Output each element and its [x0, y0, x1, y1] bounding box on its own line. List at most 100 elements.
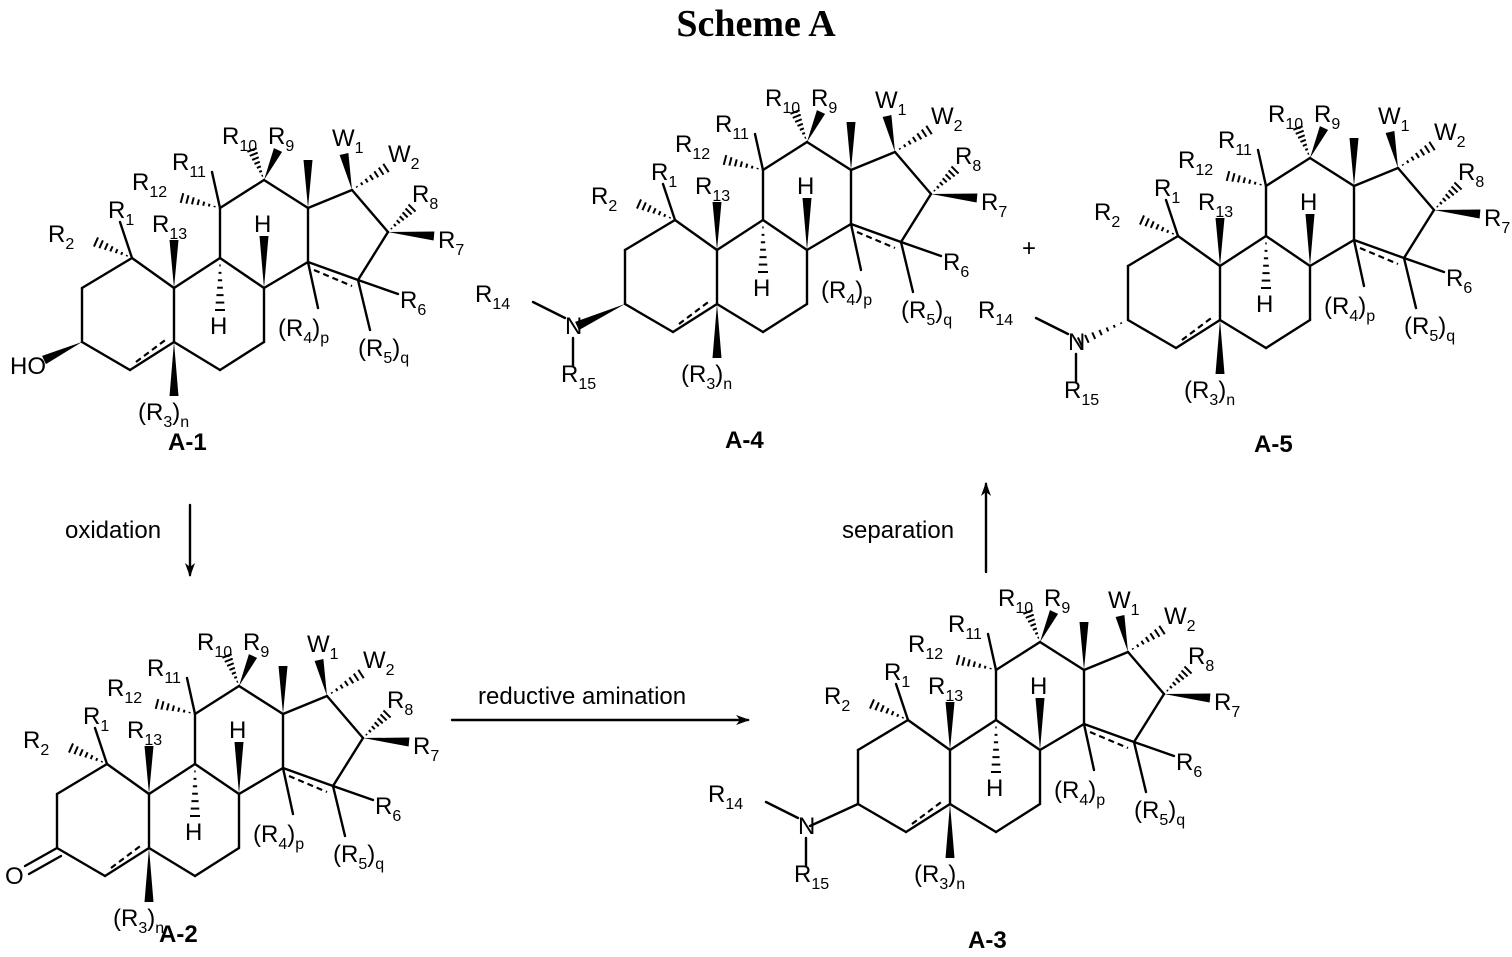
r11-label: R11	[1218, 127, 1252, 159]
h-alpha-label: H	[1256, 291, 1273, 318]
r2-label: R2	[1094, 199, 1120, 231]
r7-label: R7	[438, 227, 464, 259]
molecule-A-5: NR14R15R13R1R2HH(R3)nR11R12R10R9(R4)pR6(…	[978, 101, 1510, 458]
r2-label: R2	[48, 221, 74, 253]
r6-label: R6	[400, 287, 426, 319]
compound-label-A-3: A-3	[968, 927, 1007, 954]
r12-label: R12	[908, 631, 943, 663]
r5q-label: (R5)q	[333, 841, 384, 873]
w1-label: W1	[1108, 587, 1140, 619]
w2-label: W2	[931, 103, 963, 135]
r5q-label: (R5)q	[901, 297, 952, 329]
r5q-label: (R5)q	[358, 335, 409, 367]
w2-label: W2	[1434, 119, 1466, 151]
r7-label: R7	[413, 733, 439, 765]
reductive-amination-arrow: reductive amination	[452, 683, 748, 720]
r10-label: R10	[222, 123, 257, 155]
r8-label: R8	[1458, 159, 1484, 191]
r9-label: R9	[243, 629, 269, 661]
r3n-label: (R3)n	[1184, 377, 1235, 409]
h-alpha-label: H	[753, 275, 770, 302]
r2-label: R2	[824, 683, 850, 715]
r15-label: R15	[1064, 377, 1099, 409]
ketone-oxygen: O	[5, 863, 24, 890]
h-beta-label: H	[1300, 189, 1317, 216]
r9-label: R9	[1044, 585, 1070, 617]
molecule-A-4: NR14R15R13R1R2HH(R3)nR11R12R10R9(R4)pR6(…	[475, 85, 1007, 454]
r8-label: R8	[1188, 643, 1214, 675]
r11-label: R11	[948, 611, 982, 643]
r3n-label: (R3)n	[138, 399, 189, 431]
w1-label: W1	[875, 87, 907, 119]
r6-label: R6	[375, 793, 401, 825]
molecule-A-3: NR14R15R13R1R2HH(R3)nR11R12R10R9(R4)pR6(…	[708, 585, 1240, 954]
compound-label-A-5: A-5	[1254, 431, 1293, 458]
r3n-label: (R3)n	[113, 905, 164, 937]
separation-arrow: separation	[842, 484, 986, 572]
r6-label: R6	[943, 249, 969, 281]
r9-label: R9	[1314, 101, 1340, 133]
r10-label: R10	[998, 585, 1033, 617]
w2-label: W2	[388, 141, 420, 173]
r11-label: R11	[172, 149, 206, 181]
r13-label: R13	[152, 211, 187, 243]
amine-nitrogen: N	[565, 313, 582, 340]
hydroxyl-group: HO	[10, 353, 46, 380]
separation-label: separation	[842, 517, 954, 544]
r4p-label: (R4)p	[821, 277, 872, 309]
w2-label: W2	[1164, 603, 1196, 635]
h-alpha-label: H	[210, 313, 227, 340]
compound-label-A-1: A-1	[168, 429, 207, 456]
h-beta-label: H	[797, 173, 814, 200]
r4p-label: (R4)p	[1324, 293, 1375, 325]
r14-label: R14	[978, 297, 1013, 329]
r4p-label: (R4)p	[1054, 777, 1105, 809]
h-beta-label: H	[229, 717, 246, 744]
plus-sign: +	[1022, 235, 1036, 262]
w2-label: W2	[363, 647, 395, 679]
r7-label: R7	[981, 189, 1007, 221]
w1-label: W1	[1378, 103, 1410, 135]
molecule-A-2: OR13R1R2HH(R3)nR11R12R10R9(R4)pR6(R5)qR8…	[5, 629, 439, 948]
r13-label: R13	[1198, 189, 1233, 221]
reductive-amination-label: reductive amination	[478, 683, 686, 710]
r7-label: R7	[1484, 205, 1510, 237]
r6-label: R6	[1176, 749, 1202, 781]
r5q-label: (R5)q	[1404, 313, 1455, 345]
r11-label: R11	[147, 655, 181, 687]
compound-label-A-2: A-2	[159, 921, 198, 948]
r13-label: R13	[928, 673, 963, 705]
molecule-A-1: HOR13R1R2HH(R3)nR11R12R10R9(R4)pR6(R5)qR…	[10, 123, 464, 456]
r12-label: R12	[675, 131, 710, 163]
oxidation-arrow: oxidation	[65, 505, 190, 575]
amine-nitrogen: N	[798, 813, 815, 840]
r13-label: R13	[127, 717, 162, 749]
r15-label: R15	[561, 361, 596, 393]
r8-label: R8	[412, 181, 438, 213]
amine-nitrogen: N	[1068, 329, 1085, 356]
h-beta-label: H	[254, 211, 271, 238]
r14-label: R14	[708, 781, 743, 813]
r6-label: R6	[1446, 265, 1472, 297]
r13-label: R13	[695, 173, 730, 205]
oxidation-label: oxidation	[65, 517, 161, 544]
r10-label: R10	[1268, 101, 1303, 133]
r3n-label: (R3)n	[914, 861, 965, 893]
r11-label: R11	[715, 111, 749, 143]
r9-label: R9	[811, 85, 837, 117]
r3n-label: (R3)n	[681, 361, 732, 393]
r15-label: R15	[794, 861, 829, 893]
r10-label: R10	[197, 629, 232, 661]
r8-label: R8	[955, 143, 981, 175]
r2-label: R2	[591, 183, 617, 215]
r5q-label: (R5)q	[1134, 797, 1185, 829]
r14-label: R14	[475, 281, 510, 313]
r10-label: R10	[765, 85, 800, 117]
w1-label: W1	[307, 631, 339, 663]
h-alpha-label: H	[986, 775, 1003, 802]
h-beta-label: H	[1030, 673, 1047, 700]
w1-label: W1	[332, 125, 364, 157]
r9-label: R9	[268, 123, 294, 155]
compound-label-A-4: A-4	[725, 427, 764, 454]
